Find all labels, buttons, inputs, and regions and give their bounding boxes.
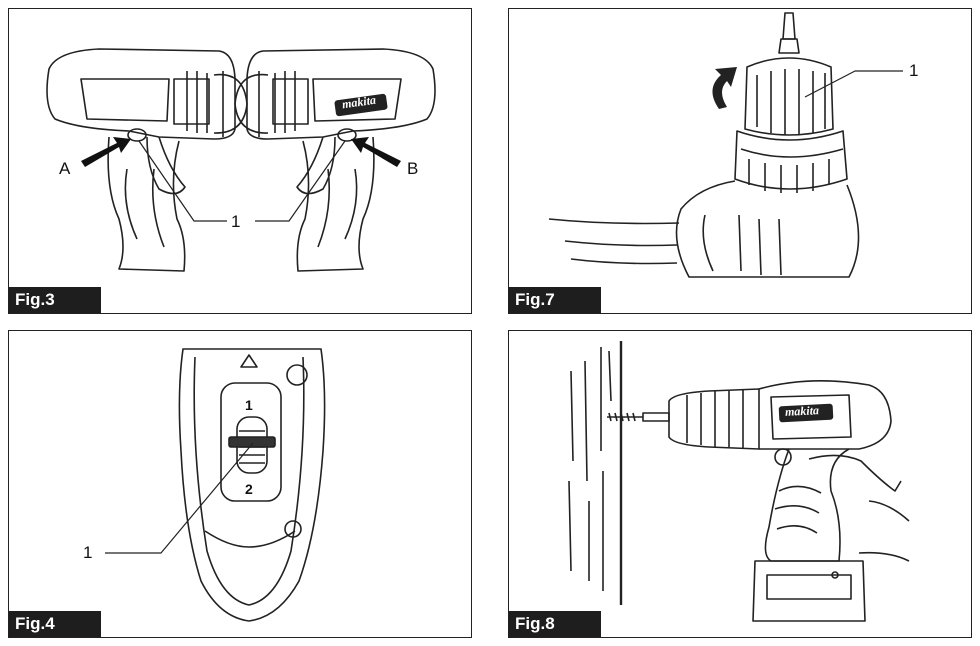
figure-caption: Fig.4 xyxy=(9,611,101,637)
callout-label-part: 1 xyxy=(83,543,93,562)
speed-selector-illustration xyxy=(105,348,326,622)
callout-label-a: A xyxy=(59,159,71,178)
callout-label-part: 1 xyxy=(231,212,241,231)
figure-caption: Fig.7 xyxy=(509,287,601,313)
reversing-switch-illustration xyxy=(46,48,436,272)
position-label-2: 2 xyxy=(245,481,253,497)
figure-panel-fig3: A B 1 makita Fig.3 xyxy=(8,8,472,314)
figure-panel-fig4: 1 2 1 Fig.4 xyxy=(8,330,472,638)
screwdriving-illustration xyxy=(568,341,910,622)
figure-caption: Fig.8 xyxy=(509,611,601,637)
callout-label-b: B xyxy=(407,159,419,178)
position-label-1: 1 xyxy=(245,397,253,413)
callout-label-part: 1 xyxy=(909,61,919,80)
chuck-rotation-illustration xyxy=(548,12,903,278)
figure-caption: Fig.3 xyxy=(9,287,101,313)
brand-logo: makita xyxy=(784,403,820,419)
figure-panel-fig8: makita Fig.8 xyxy=(508,330,972,638)
figure-panel-fig7: 1 Fig.7 xyxy=(508,8,972,314)
